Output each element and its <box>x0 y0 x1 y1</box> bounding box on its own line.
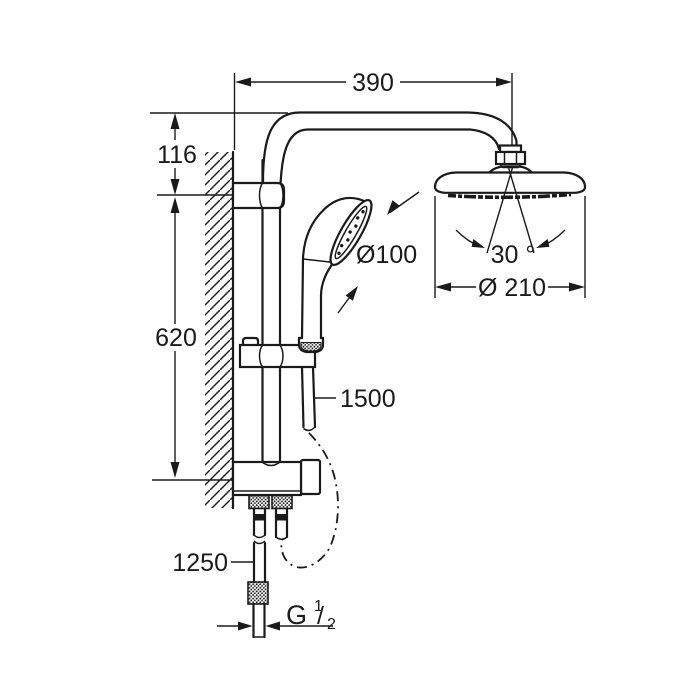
arm-projection-label: 390 <box>352 69 394 97</box>
hand-shower-face <box>329 198 373 267</box>
diverter-knob <box>299 458 322 496</box>
outlet-nut-right <box>271 494 293 510</box>
thread-slash: / <box>317 602 324 630</box>
joint-nut <box>494 150 527 166</box>
rail-length-label: 620 <box>155 324 197 352</box>
head-diameter-label: Ø 210 <box>478 274 546 302</box>
hand-shower-body <box>297 196 370 354</box>
diverter-housing <box>231 460 303 497</box>
shower-hose <box>280 365 339 569</box>
swivel-angle-indication <box>455 165 566 254</box>
handle-knurl-cap <box>300 342 322 352</box>
thread-label: G 1 / 2 <box>286 598 336 633</box>
label-supply-hose-length: 1250 <box>172 549 253 577</box>
head-mount <box>487 165 534 174</box>
spray-face <box>447 192 572 200</box>
hose-loop <box>280 432 339 569</box>
hand-shower-diameter-label: Ø100 <box>356 241 417 269</box>
dimension-hand-shower-diameter: Ø100 <box>337 191 420 314</box>
shower-arm <box>261 111 518 208</box>
head-shower-body <box>433 171 587 194</box>
bracket-body <box>238 343 317 369</box>
glide-bracket <box>238 336 317 369</box>
label-shower-hose-length: 1500 <box>313 385 396 413</box>
hand-shower <box>297 196 373 354</box>
head-shower <box>433 171 587 200</box>
dimension-thread: G 1 / 2 <box>217 598 336 633</box>
thread-denominator: 2 <box>327 616 336 633</box>
diverter-body <box>231 458 322 510</box>
wall-section <box>205 150 235 510</box>
hose-connector-knurl <box>247 581 269 605</box>
thread-base: G <box>286 600 307 630</box>
dimension-head-offset: 116 <box>150 112 288 196</box>
thread-numerator: 1 <box>314 598 323 615</box>
swivel-angle-label: 30 ° <box>491 241 536 269</box>
dimension-head-diameter: Ø 210 <box>434 196 586 302</box>
bracket-knob <box>241 336 260 345</box>
supply-hose <box>247 507 289 639</box>
dimension-arm-projection: 390 <box>233 69 513 150</box>
dimension-rail-length: 620 <box>152 197 232 481</box>
shower-hose-length-label: 1500 <box>340 385 396 413</box>
wall-hatching <box>205 152 233 508</box>
head-offset-label: 116 <box>157 141 197 169</box>
supply-hose-length-label: 1250 <box>172 549 228 577</box>
outlet-nut-left <box>248 494 270 510</box>
head-shower-ball-joint <box>487 144 534 186</box>
wall-bracket <box>231 181 286 210</box>
